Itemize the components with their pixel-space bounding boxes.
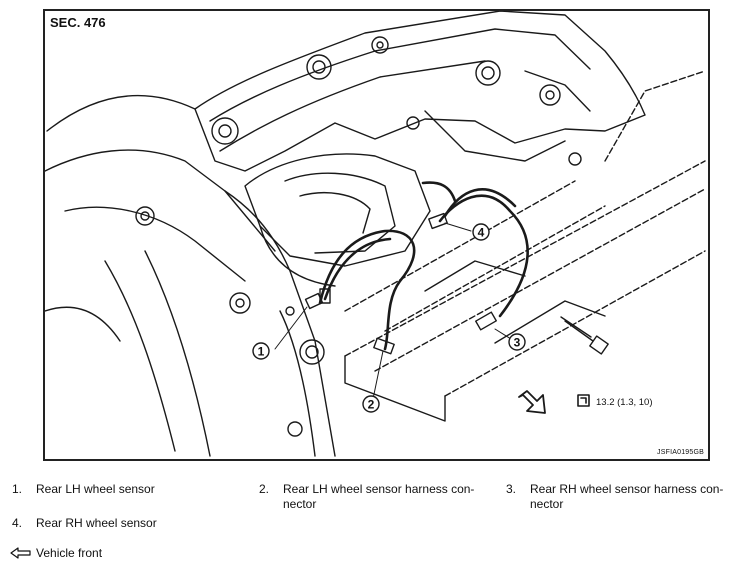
side-member-solid [344, 260, 606, 422]
callout-2: 2 [362, 395, 380, 413]
torque-wrench-icon [577, 394, 590, 407]
torque-spec: 13.2 (1.3, 10) [596, 397, 653, 408]
legend-item-4: 4. Rear RH wheel sensor [12, 516, 242, 532]
bushings [135, 36, 582, 437]
legend-text: Rear LH wheel sensor [36, 482, 155, 496]
harness-cables [318, 181, 529, 351]
vehicle-front-label: Vehicle front [36, 546, 103, 560]
legend-number: 1. [12, 482, 23, 496]
legend-item-3: 3. Rear RH wheel sensor harness con- nec… [506, 482, 742, 514]
side-member [344, 70, 706, 397]
front-direction-arrow-icon [518, 390, 546, 414]
leader-lines [274, 222, 512, 400]
legend-text: Rear RH wheel sensor harness con- nector [530, 482, 724, 511]
svg-text:3: 3 [514, 336, 521, 350]
vehicle-front-key: Vehicle front [10, 546, 102, 560]
section-title: SEC. 476 [50, 15, 106, 30]
legend-text: Rear LH wheel sensor harness con- nector [283, 482, 475, 511]
legend-item-2: 2. Rear LH wheel sensor harness con- nec… [259, 482, 494, 514]
svg-text:4: 4 [478, 226, 485, 240]
differential [244, 153, 431, 287]
svg-text:1: 1 [258, 345, 265, 359]
connectors [285, 212, 497, 355]
callout-4: 4 [472, 223, 490, 241]
callout-3: 3 [508, 333, 526, 351]
suspension-member [45, 11, 646, 457]
legend-number: 4. [12, 516, 23, 530]
figure-id: JSFIA0195GB [657, 449, 704, 456]
wheel-sensor-diagram: 1 2 3 4 [45, 11, 706, 457]
svg-text:2: 2 [368, 398, 375, 412]
legend-number: 3. [506, 482, 517, 496]
legend-item-1: 1. Rear LH wheel sensor [12, 482, 242, 498]
legend-text: Rear RH wheel sensor [36, 516, 157, 530]
diagram-figure: SEC. 476 [43, 9, 710, 461]
bolt-icon [560, 316, 609, 355]
vehicle-front-arrow-icon [10, 547, 31, 559]
legend-number: 2. [259, 482, 270, 496]
callout-1: 1 [252, 342, 270, 360]
